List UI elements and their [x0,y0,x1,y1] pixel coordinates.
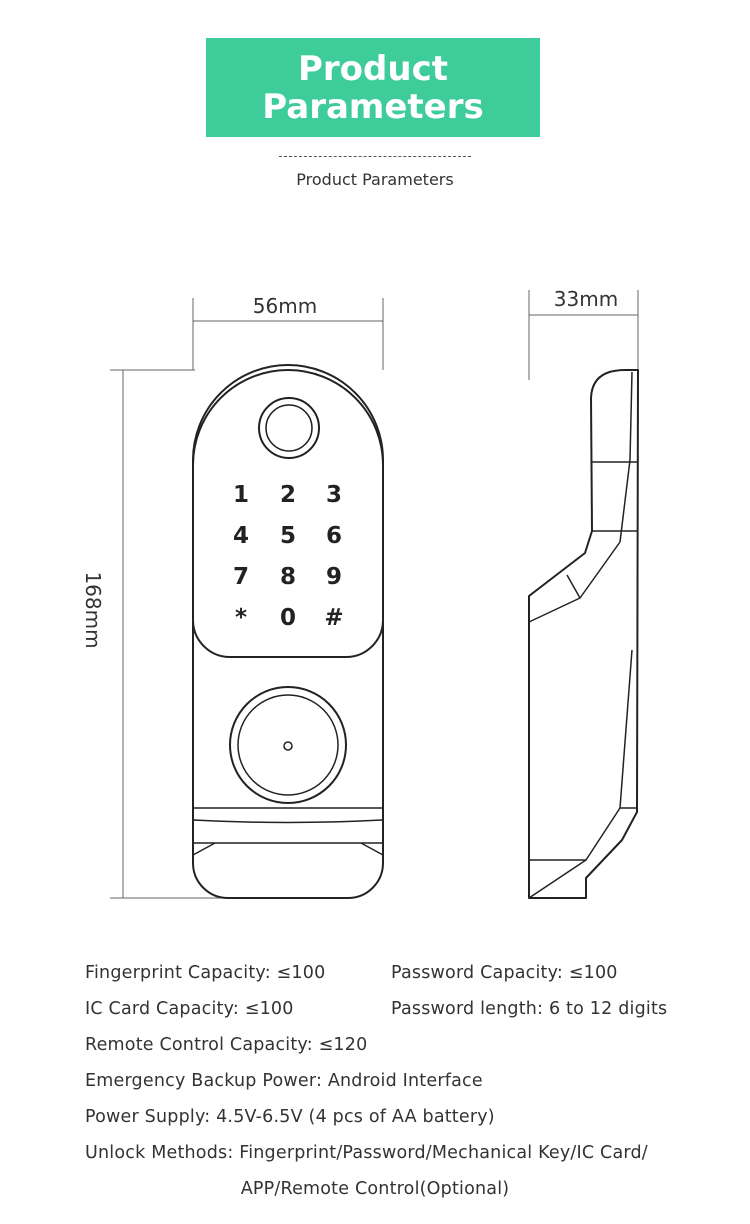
bottom-seam-curve [192,819,384,824]
side-edge-low [619,649,633,809]
key-7: 7 [233,564,249,590]
backup-power: Emergency Backup Power: Android Interfac… [85,1071,483,1091]
title-line-1: Product [298,48,448,89]
key-4: 4 [233,523,249,549]
keypad-keys: 1 2 3 4 5 6 7 8 9 * 0 # [233,482,344,631]
title-banner: Product Parameters [206,38,540,137]
key-9: 9 [326,564,342,590]
password-length: Password length: 6 to 12 digits [391,999,668,1019]
side-notch [566,574,581,599]
ic-card-capacity: IC Card Capacity: ≤100 [85,999,294,1019]
bottom-bevel-left [192,842,216,856]
height-label: 168mm [81,571,105,648]
fingerprint-capacity: Fingerprint Capacity: ≤100 [85,963,326,983]
key-5: 5 [280,523,296,549]
key-3: 3 [326,482,342,508]
side-edge-top [629,371,633,461]
key-2: 2 [280,482,296,508]
remote-capacity: Remote Control Capacity: ≤120 [85,1035,368,1055]
lock-technical-drawing: 56mm 33mm 168mm 1 2 3 4 5 6 7 8 9 * 0 # [81,287,639,899]
key-hash: # [324,605,343,631]
key-6: 6 [326,523,342,549]
fingerprint-sensor-icon [258,397,320,459]
key-0: 0 [280,605,296,631]
side-bottom-diag [528,859,587,899]
unlock-methods-line-1: Unlock Methods: Fingerprint/Password/Mec… [85,1143,648,1163]
unlock-methods-line-2: APP/Remote Control(Optional) [240,1179,510,1199]
side-curve [528,541,621,623]
width-label: 56mm [253,294,317,318]
spec-row-1: Fingerprint Capacity: ≤100 Password Capa… [85,958,705,994]
keyhole-icon [283,741,293,751]
key-1: 1 [233,482,249,508]
lock-body-outline [192,369,384,899]
knob-outer [229,686,347,804]
spec-row-2: IC Card Capacity: ≤100 Password length: … [85,994,705,1030]
fingerprint-sensor-inner [265,404,313,452]
page-subtitle: Product Parameters [296,170,454,189]
side-edge-mid [619,459,631,543]
keypad-panel [192,364,384,658]
side-bottom-bevel [529,807,621,861]
side-view-outline [528,369,639,899]
power-supply: Power Supply: 4.5V-6.5V (4 pcs of AA bat… [85,1107,495,1127]
title-line-2: Parameters [262,86,484,127]
depth-label: 33mm [554,287,618,311]
spec-list: Fingerprint Capacity: ≤100 Password Capa… [85,958,705,1210]
key-star: * [235,605,247,631]
bottom-bevel-right [360,842,384,856]
divider [279,156,471,157]
key-8: 8 [280,564,296,590]
password-capacity: Password Capacity: ≤100 [391,963,618,983]
knob-inner [237,694,339,796]
